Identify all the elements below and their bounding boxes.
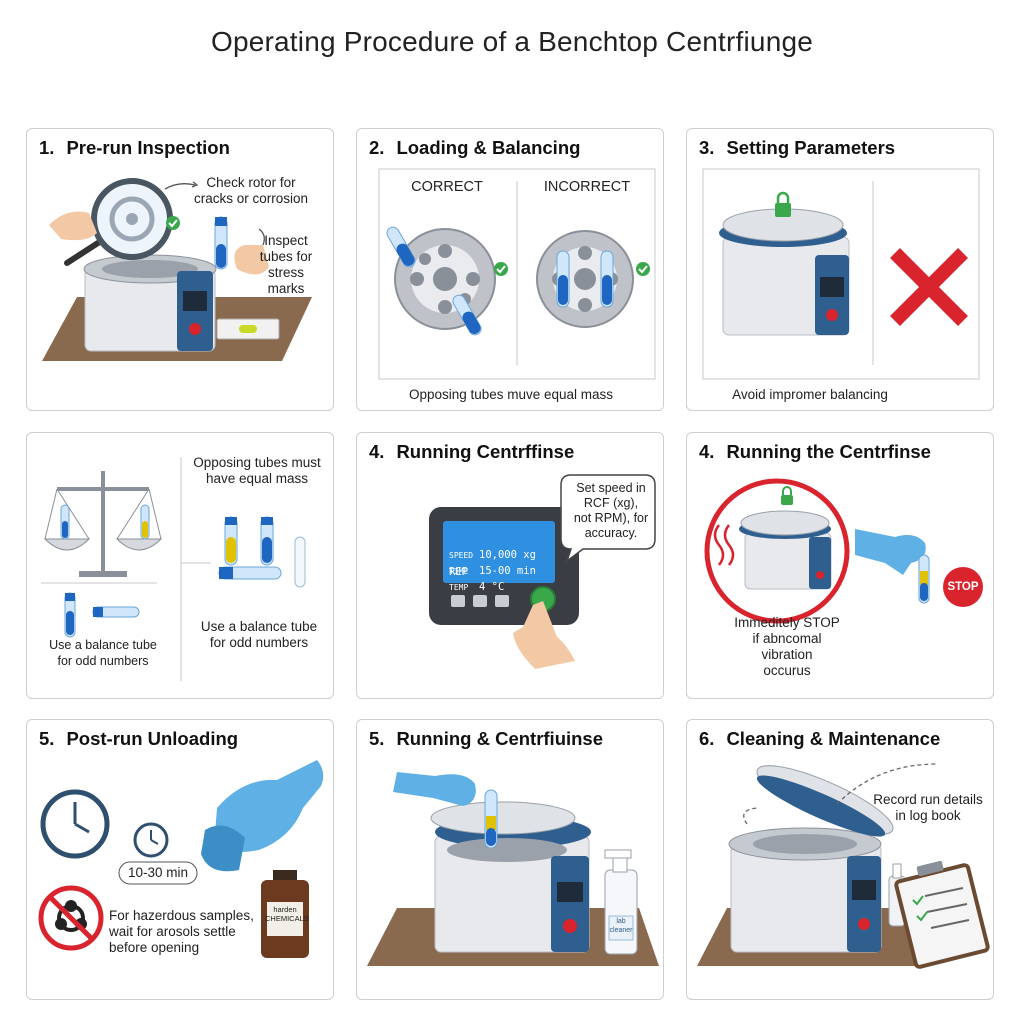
lock-icon <box>781 495 793 505</box>
stop-note-label: Immeditely STOP if abncomal vibration oc… <box>734 615 840 678</box>
panel-running-stop: 4.Running the Centrfinse STOP Immeditely… <box>686 432 994 699</box>
equal-mass-label: Opposing tubes must have equal mass <box>193 455 321 486</box>
control-display-illustration <box>429 474 656 669</box>
stop-sign <box>943 567 983 607</box>
rotor-incorrect <box>536 230 634 328</box>
balancing-illustration <box>378 168 656 380</box>
spray-bottle-icon <box>604 849 638 955</box>
display-value: 4 °C <box>479 581 505 593</box>
display-screen <box>443 521 555 583</box>
cross-icon <box>890 248 968 326</box>
tube-check-label: Inspect tubes for stress marks <box>259 233 313 296</box>
speed-tip-label: Set speed in RCF (xg), not RPM), for acc… <box>573 481 649 540</box>
spray-bottle-label: lab cleaner <box>609 918 633 934</box>
stop-sign-label: STOP <box>947 581 979 593</box>
parameters-caption: Avoid impromer balancing <box>732 387 888 402</box>
unloading-illustration <box>38 760 324 958</box>
control-panel <box>551 856 589 952</box>
power-button <box>858 918 870 930</box>
speech-bubble <box>560 474 656 564</box>
power-button <box>816 571 824 579</box>
clock-icon <box>40 789 110 859</box>
display-row-temp: TEMP 4 °C <box>449 563 559 596</box>
timer-label: 10-30 min <box>127 865 189 880</box>
glove-icon <box>393 772 476 806</box>
panel-pre-run-inspection: 1.Pre-run Inspection Check rotor for cra… <box>26 128 334 411</box>
display-key: TIME <box>449 567 469 576</box>
chemical-bottle-icon <box>261 870 309 958</box>
scale-icon <box>43 471 163 577</box>
timer-badge <box>118 861 198 885</box>
panel-loading-balancing: 2.Loading & Balancing <box>356 128 664 411</box>
display-value: 15-00 min <box>479 565 536 577</box>
panel-heading: 5.Post-run Unloading <box>39 728 239 749</box>
inspection-illustration <box>42 178 312 361</box>
panel-heading: 5.Running & Centrfiuinse <box>369 728 604 749</box>
power-button <box>563 919 577 933</box>
biohazard-prohibited-icon <box>38 885 104 951</box>
panel-setting-parameters: 3.Setting Parameters Avoid impromer bala… <box>686 128 994 411</box>
balancing-caption: Opposing tubes muve equal mass <box>408 387 614 402</box>
panel-running-unload: 5.Running & Centrfiuinse lab cleaner <box>356 719 664 1000</box>
parameters-illustration <box>702 168 980 380</box>
small-clock-icon <box>133 822 169 858</box>
power-button <box>189 323 201 335</box>
unload-illustration <box>367 772 659 966</box>
balance-tube-left-label: Use a balance tube for odd numbers <box>49 638 157 668</box>
display-key: SPEED <box>449 551 474 560</box>
check-icon <box>636 262 650 276</box>
clipboard-icon <box>894 860 990 969</box>
rotor-correct <box>386 226 496 336</box>
panel-heading: 4.Running the Centrfinse <box>699 441 931 462</box>
control-panel <box>847 856 881 952</box>
balance-tube-right-label: Use a balance tube for odd numbers <box>200 619 318 650</box>
panel-heading: 1.Pre-run Inspection <box>39 137 230 158</box>
page-title: Operating Procedure of a Benchtop Centrf… <box>210 26 814 57</box>
pointing-hand-icon <box>513 601 575 669</box>
log-book-label: Record run details in log book <box>873 792 983 823</box>
glove-icon <box>215 760 324 852</box>
panel-heading: 3.Setting Parameters <box>699 137 896 158</box>
open-lid <box>756 765 894 837</box>
stop-illustration <box>704 478 983 624</box>
dashed-arrow <box>743 807 758 825</box>
arrow-icon <box>164 183 196 190</box>
check-icon <box>494 262 508 276</box>
panel-heading: 2.Loading & Balancing <box>369 137 581 158</box>
panel-cleaning-maintenance: 6.Cleaning & Maintenance Record run deta <box>686 719 994 1000</box>
scale-illustration <box>41 457 306 681</box>
check-icon <box>166 216 180 230</box>
cleaning-illustration <box>697 763 990 969</box>
panel-heading: 6.Cleaning & Maintenance <box>699 728 941 749</box>
bottle-label: harden CHEMICALS <box>265 905 309 923</box>
display-key: TEMP <box>449 583 469 592</box>
display-value: 10,000 xg REP <box>449 549 536 578</box>
hand-icon <box>49 211 97 241</box>
incorrect-label: INCORRECT <box>543 179 631 195</box>
panel-equal-mass: Opposing tubes must have equal mass Use … <box>26 432 334 699</box>
display-row-time: TIME 15-00 min <box>449 547 559 580</box>
glove-icon <box>855 529 926 575</box>
control-panel <box>809 537 831 589</box>
power-button <box>826 309 838 321</box>
correct-label: CORRECT <box>411 179 483 195</box>
panel-heading: 4.Running Centrffinse <box>369 441 575 462</box>
panel-post-run-unloading: 5.Post-run Unloading 10-30 min harden CH… <box>26 719 334 1000</box>
lock-icon <box>775 203 791 217</box>
dashed-arrow <box>836 763 938 805</box>
hazard-note-label: For hazerdous samples, wait for arosols … <box>109 908 254 955</box>
rotor-check-label: Check rotor for cracks or corrosion <box>193 175 309 206</box>
